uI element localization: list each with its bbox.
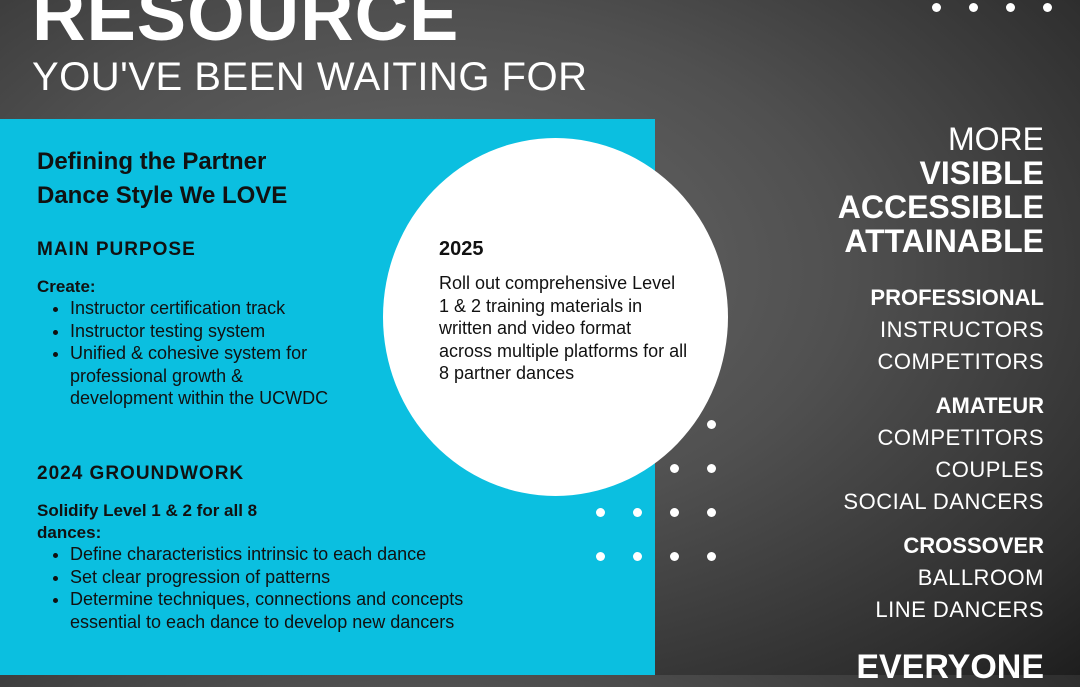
group-professional: PROFESSIONAL INSTRUCTORS COMPETITORS — [870, 282, 1044, 378]
heading-line: Dance Style We — [37, 182, 222, 209]
everyone-label: EVERYONE — [856, 648, 1044, 686]
dot — [969, 3, 978, 12]
group-item: COMPETITORS — [877, 349, 1044, 374]
group-item: COUPLES — [935, 457, 1044, 482]
dot — [633, 552, 642, 561]
groundwork-label: Solidify Level 1 & 2 for all 8 dances: — [37, 501, 258, 542]
main-purpose-title: MAIN PURPOSE — [37, 239, 196, 260]
main-purpose-list: Instructor certification track Instructo… — [48, 297, 348, 410]
dot — [707, 552, 716, 561]
dot — [1006, 3, 1015, 12]
group-name: AMATEUR — [935, 393, 1044, 418]
dot — [670, 464, 679, 473]
dot — [633, 508, 642, 517]
list-item: Set clear progression of patterns — [70, 566, 538, 589]
quality: ACCESSIBLE — [837, 189, 1044, 225]
dot — [1043, 3, 1052, 12]
more-label: MORE — [948, 121, 1044, 157]
list-item: Instructor certification track — [70, 297, 348, 320]
main-purpose-label: Create: — [37, 277, 96, 296]
list-item: Unified & cohesive system for profession… — [70, 342, 348, 410]
hero-title: RESOURCE — [32, 0, 460, 56]
dot — [707, 508, 716, 517]
group-item: SOCIAL DANCERS — [843, 489, 1044, 514]
list-item: Instructor testing system — [70, 320, 348, 343]
list-item: Define characteristics intrinsic to each… — [70, 543, 538, 566]
groundwork-title: 2024 GROUNDWORK — [37, 463, 245, 484]
dot — [596, 508, 605, 517]
group-item: BALLROOM — [917, 565, 1044, 590]
dot — [707, 420, 716, 429]
goal-text: Roll out comprehensive Level 1 & 2 train… — [439, 273, 688, 383]
quality: VISIBLE — [919, 155, 1044, 191]
list-item: Determine techniques, connections and co… — [70, 588, 538, 633]
qualities-block: MORE VISIBLE ACCESSIBLE ATTAINABLE — [838, 122, 1044, 258]
group-item: INSTRUCTORS — [880, 317, 1044, 342]
goal-circle: 2025 Roll out comprehensive Level 1 & 2 … — [383, 138, 728, 496]
groundwork-list: Define characteristics intrinsic to each… — [48, 543, 538, 633]
group-crossover: CROSSOVER BALLROOM LINE DANCERS — [875, 530, 1044, 626]
dot — [670, 508, 679, 517]
group-amateur: AMATEUR COMPETITORS COUPLES SOCIAL DANCE… — [843, 390, 1044, 518]
hero-subtitle: YOU'VE BEEN WAITING FOR — [32, 55, 588, 99]
goal-year: 2025 — [439, 238, 484, 260]
dot — [670, 552, 679, 561]
dot — [707, 464, 716, 473]
dot — [932, 3, 941, 12]
group-item: COMPETITORS — [877, 425, 1044, 450]
group-item: LINE DANCERS — [875, 597, 1044, 622]
dot — [596, 552, 605, 561]
heading-line: Defining the Partner — [37, 148, 267, 175]
heading-emphasis: LOVE — [221, 182, 288, 209]
group-name: PROFESSIONAL — [870, 285, 1044, 310]
group-name: CROSSOVER — [903, 533, 1044, 558]
quality: ATTAINABLE — [844, 223, 1044, 259]
